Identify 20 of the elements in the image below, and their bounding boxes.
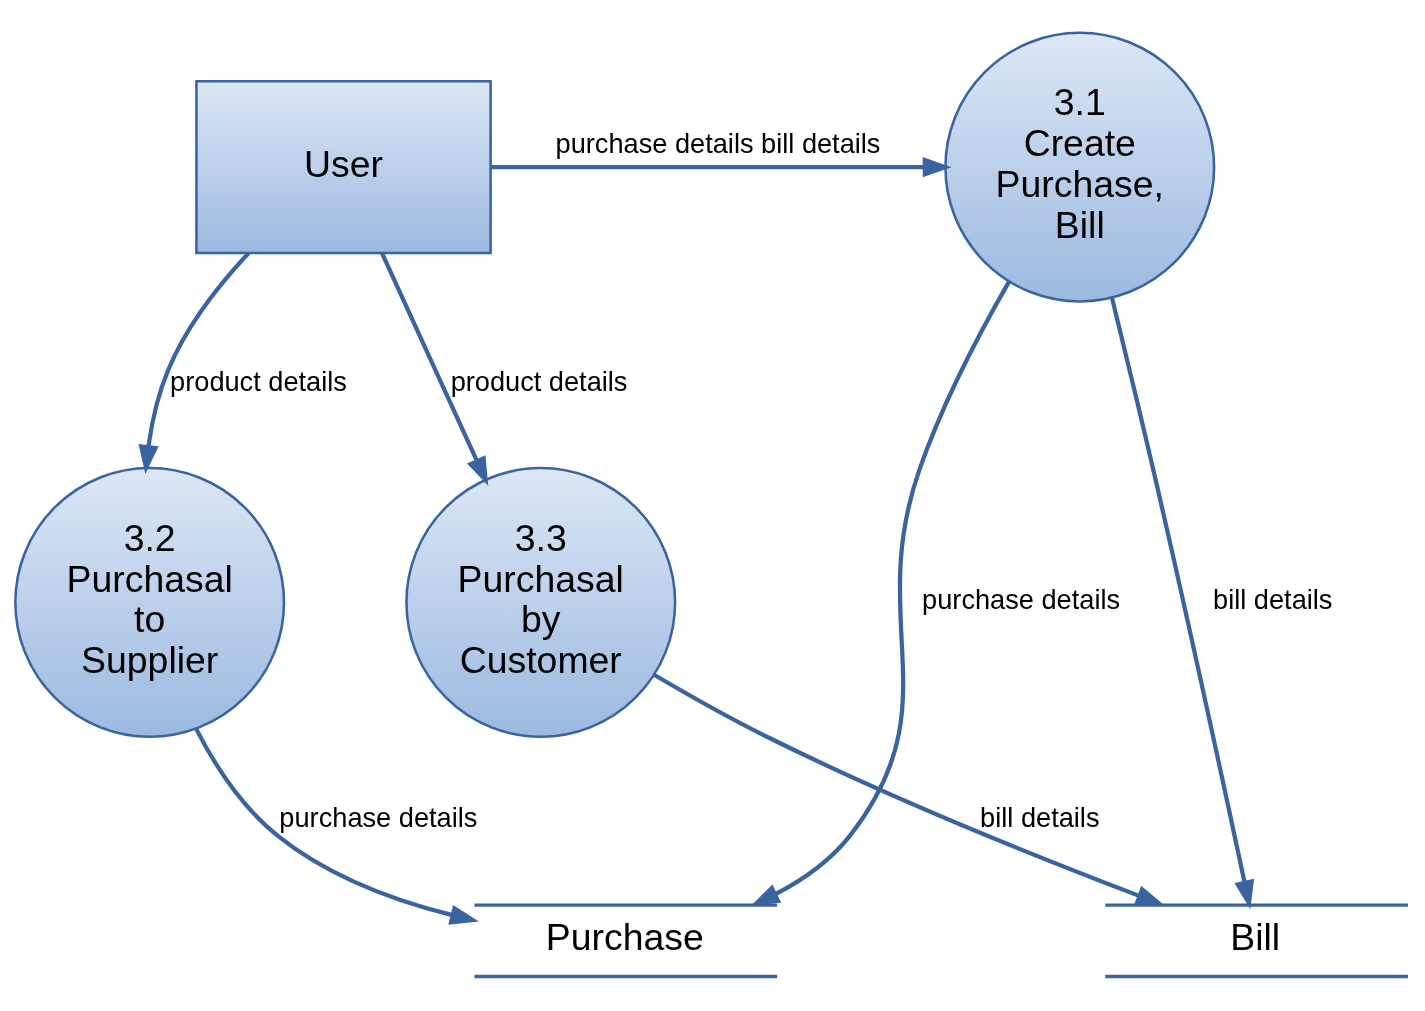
edge-label: product details	[170, 366, 347, 398]
node-text: Purchase	[545, 916, 704, 959]
arrow	[194, 727, 479, 925]
node-text: Bill	[1230, 916, 1281, 959]
node-box: User	[195, 80, 492, 255]
edge-label: bill details	[1213, 583, 1333, 615]
node-circle: 3.2 Purchasal to Supplier	[14, 466, 286, 739]
edge-label: product details	[450, 366, 628, 398]
arrow	[653, 672, 1165, 906]
arrow	[380, 252, 489, 486]
node-circle: 3.1 Create Purchase, Bill	[944, 31, 1216, 303]
edge-label: purchase details	[279, 801, 478, 833]
edge-label: purchase details	[922, 583, 1121, 615]
arrow	[490, 157, 952, 178]
arrow	[138, 251, 251, 475]
arrow	[750, 280, 1011, 906]
edge-label: bill details	[980, 801, 1100, 833]
arrow	[1109, 297, 1255, 910]
node-circle: 3.3 Purchasal by Customer	[405, 466, 677, 739]
edge-label: purchase details bill details	[555, 128, 881, 160]
